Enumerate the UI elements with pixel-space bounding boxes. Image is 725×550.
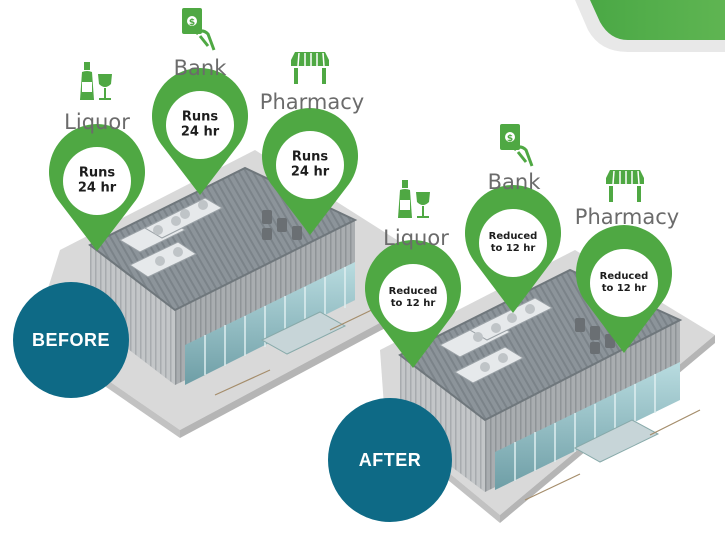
after-pin-bank-text: Reduced to 12 hr	[481, 231, 545, 255]
corner-decoration	[575, 0, 725, 52]
after-pin-liquor-text: Reduced to 12 hr	[381, 286, 445, 310]
before-label-bank: Bank	[173, 56, 227, 80]
before-pin-liquor-text: Runs 24 hr	[67, 166, 127, 197]
after-label-liquor: Liquor	[383, 226, 449, 250]
after-pin-liquor-line1: Reduced	[388, 286, 438, 298]
svg-text:$: $	[189, 18, 195, 28]
before-label-pharmacy: Pharmacy	[259, 90, 365, 114]
after-pin-pharmacy-line1: Reduced	[599, 271, 649, 283]
after-pin-pharmacy-text: Reduced to 12 hr	[592, 271, 656, 295]
after-pin-pharmacy-line2: to 12 hr	[601, 283, 647, 294]
after-label-bank: Bank	[487, 170, 541, 194]
after-pin-bank-line1: Reduced	[488, 231, 538, 243]
before-pin-bank	[152, 68, 249, 195]
cash-hand-icon: $	[182, 8, 216, 51]
after-pin-liquor-line2: to 12 hr	[390, 298, 436, 309]
after-pin-liquor	[365, 240, 462, 368]
after-label-pharmacy: Pharmacy	[574, 205, 680, 229]
before-pin-liquor-line1: Runs	[78, 165, 116, 181]
before-pin-pharmacy-line1: Runs	[291, 149, 329, 165]
svg-text:$: $	[507, 134, 513, 144]
before-pin-bank-line2: 24 hr	[180, 125, 220, 140]
before-pin-bank-text: Runs 24 hr	[170, 110, 230, 141]
after-badge: AFTER	[328, 398, 452, 522]
storefront-awning-icon	[291, 52, 329, 84]
before-pin-pharmacy	[262, 108, 358, 235]
liquor-bottle-glass-icon	[80, 62, 112, 100]
before-pin-pharmacy-line2: 24 hr	[290, 165, 330, 180]
before-label-liquor: Liquor	[64, 110, 130, 134]
before-pin-liquor	[49, 124, 146, 251]
before-pin-pharmacy-text: Runs 24 hr	[280, 150, 340, 181]
after-pin-pharmacy	[576, 225, 672, 353]
before-pin-bank-line1: Runs	[181, 109, 219, 125]
before-pin-liquor-line2: 24 hr	[77, 181, 117, 196]
after-pin-bank	[465, 185, 561, 313]
liquor-bottle-glass-icon	[398, 180, 430, 218]
storefront-awning-icon	[606, 170, 644, 202]
cash-hand-icon: $	[500, 124, 534, 167]
before-badge: BEFORE	[13, 282, 129, 398]
after-pin-bank-line2: to 12 hr	[490, 243, 536, 254]
